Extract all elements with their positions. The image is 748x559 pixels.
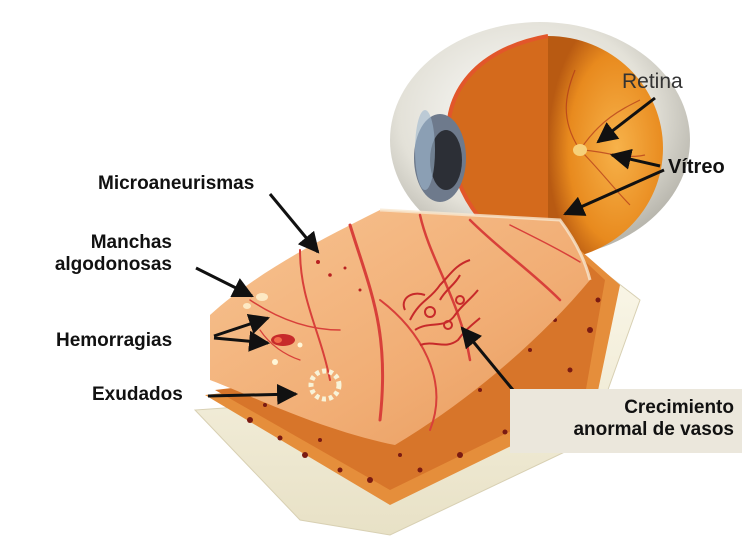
label-crecimiento: Crecimiento anormal de vasos — [510, 389, 742, 441]
label-vitreo: Vítreo — [668, 156, 725, 179]
arrow-manchas — [196, 268, 252, 296]
label-hemorragias: Hemorragias — [56, 330, 172, 352]
label-retina: Retina — [622, 70, 683, 94]
hemorrhages — [271, 334, 295, 346]
label-manchas-line2: algodonosas — [32, 254, 172, 276]
label-crecimiento-line2: anormal de vasos — [510, 419, 734, 441]
label-box-crecimiento: Crecimiento anormal de vasos — [510, 389, 742, 453]
label-manchas-line1: Manchas — [32, 232, 172, 254]
label-crecimiento-line1: Crecimiento — [510, 397, 734, 419]
arrow-exudados — [208, 394, 296, 396]
arrow-microaneurismas — [270, 194, 318, 252]
label-exudados: Exudados — [92, 384, 183, 406]
label-manchas-algodonosas: Manchas algodonosas — [32, 232, 172, 276]
label-microaneurismas: Microaneurismas — [98, 173, 254, 195]
